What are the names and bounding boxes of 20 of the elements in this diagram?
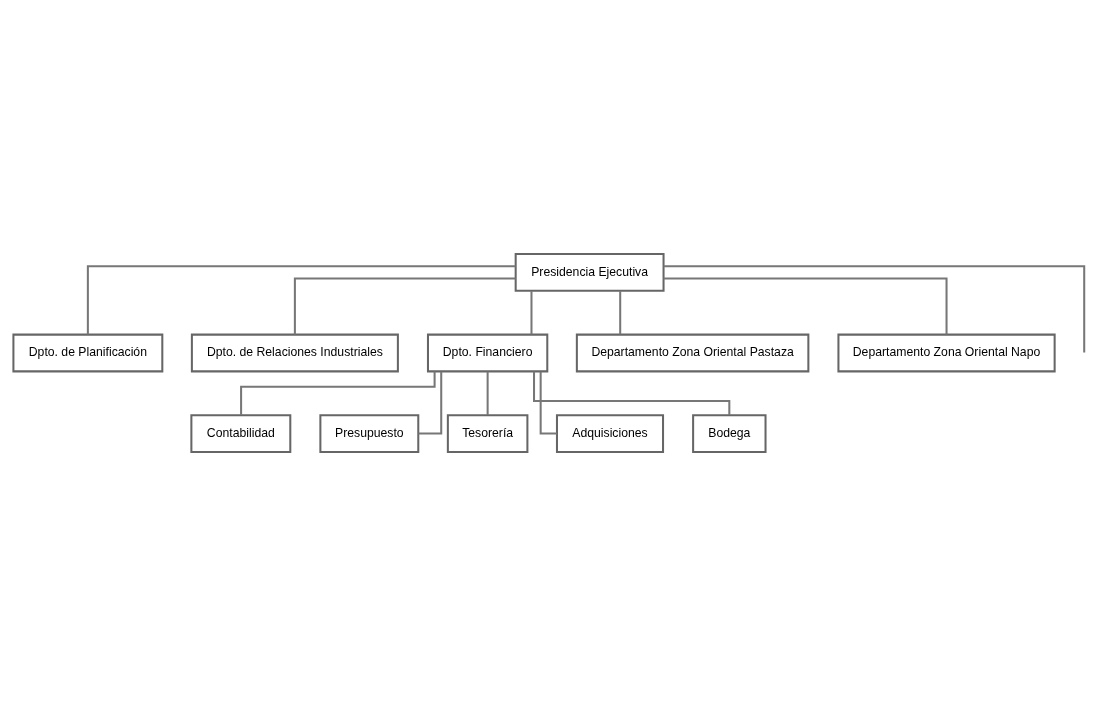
node-box: Contabilidad xyxy=(190,414,292,453)
node-box: Adquisiciones xyxy=(555,414,665,453)
connector xyxy=(663,265,1086,353)
node-box: Presidencia Ejecutiva xyxy=(514,253,665,292)
connector xyxy=(619,291,622,335)
connector xyxy=(418,371,443,435)
node-box: Departamento Zona Oriental Pastaza xyxy=(575,333,810,373)
node-box: Tesorería xyxy=(446,414,529,453)
node-box: Presupuesto xyxy=(319,414,420,453)
connector xyxy=(486,371,489,415)
node-box: Departamento Zona Oriental Napo xyxy=(837,333,1056,373)
connector xyxy=(240,371,436,415)
connector xyxy=(86,265,516,335)
node-box: Dpto. de Relaciones Industriales xyxy=(190,333,399,373)
connector xyxy=(663,277,948,335)
connector xyxy=(293,277,516,335)
node-box: Bodega xyxy=(692,414,767,453)
node-box: Dpto. de Planificación xyxy=(12,333,164,373)
connector xyxy=(530,291,533,335)
node-box: Dpto. Financiero xyxy=(426,333,549,373)
